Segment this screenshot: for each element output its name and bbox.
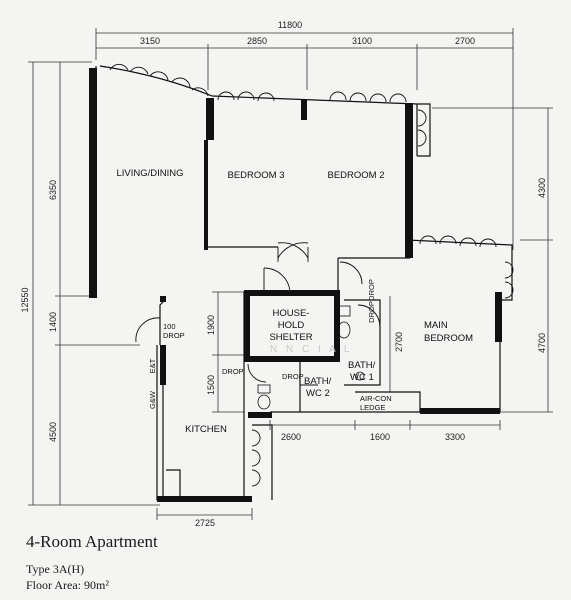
label-gw: G&W [148, 390, 157, 409]
dim-top-4: 2700 [455, 36, 475, 46]
dim-left-1: 6350 [48, 180, 58, 200]
label-drop-bath1: DROP [367, 301, 376, 323]
room-bedroom-3: BEDROOM 3 [227, 170, 284, 181]
dim-top-2: 2850 [247, 36, 267, 46]
caption-floor-area: Floor Area: 90m² [26, 578, 109, 592]
room-bath2-line2: WC 2 [306, 388, 330, 399]
dim-kitchen-width: 2725 [195, 518, 215, 528]
room-shelter-line2: HOLD [278, 320, 305, 331]
dim-right-2: 4700 [537, 333, 547, 353]
room-aircon-line2: LEDGE [360, 403, 385, 412]
fixtures [257, 305, 365, 410]
toilet-icon [257, 394, 271, 410]
dim-top-1: 3150 [140, 36, 160, 46]
dim-inner-left-1: 1900 [206, 315, 216, 335]
dim-left-3: 4500 [48, 422, 58, 442]
dim-bath-height: 2700 [394, 332, 404, 352]
dim-right-1: 4300 [537, 178, 547, 198]
dim-left-total: 12550 [20, 287, 30, 312]
dim-bottom-2: 1600 [370, 432, 390, 442]
label-drop-shelter: DROP [367, 279, 376, 301]
label-drop-living: DROP [163, 331, 185, 340]
room-shelter-line1: HOUSE- [273, 308, 310, 319]
room-main-bedroom-line1: MAIN [424, 320, 448, 331]
dim-overall-width: 11800 [278, 20, 302, 30]
room-living-dining: LIVING/DINING [116, 168, 183, 179]
dim-inner-left-2: 1500 [206, 375, 216, 395]
room-bath2-line1: BATH/ [304, 376, 332, 387]
toilet-icon [337, 321, 351, 339]
room-bath1-line2: WC 1 [350, 372, 374, 383]
dim-left-2: 1400 [48, 312, 58, 332]
room-shelter-line3: SHELTER [269, 332, 312, 343]
room-aircon-line1: AIR-CON [360, 394, 392, 403]
dim-top-3: 3100 [352, 36, 372, 46]
caption-title: 4-Room Apartment [26, 532, 158, 551]
label-drop-100: 100 [163, 322, 176, 331]
label-drop-bath2: DROP [282, 372, 304, 381]
room-kitchen: KITCHEN [185, 424, 227, 435]
watermark: N N C I A L [270, 344, 352, 355]
dim-bottom-3: 3300 [445, 432, 465, 442]
walls-structural [89, 68, 502, 502]
room-bedroom-2: BEDROOM 2 [327, 170, 384, 181]
dimension-lines [28, 28, 553, 520]
dim-bottom-1: 2600 [281, 432, 301, 442]
room-main-bedroom-line2: BEDROOM [424, 333, 473, 344]
windows [99, 63, 514, 487]
caption-type: Type 3A(H) [26, 562, 85, 576]
basin-icon [355, 371, 365, 381]
room-bath1-line1: BATH/ [348, 360, 376, 371]
label-drop-kitchen: DROP [222, 367, 244, 376]
label-ent: E&T [148, 358, 157, 373]
door-swings [135, 242, 381, 386]
